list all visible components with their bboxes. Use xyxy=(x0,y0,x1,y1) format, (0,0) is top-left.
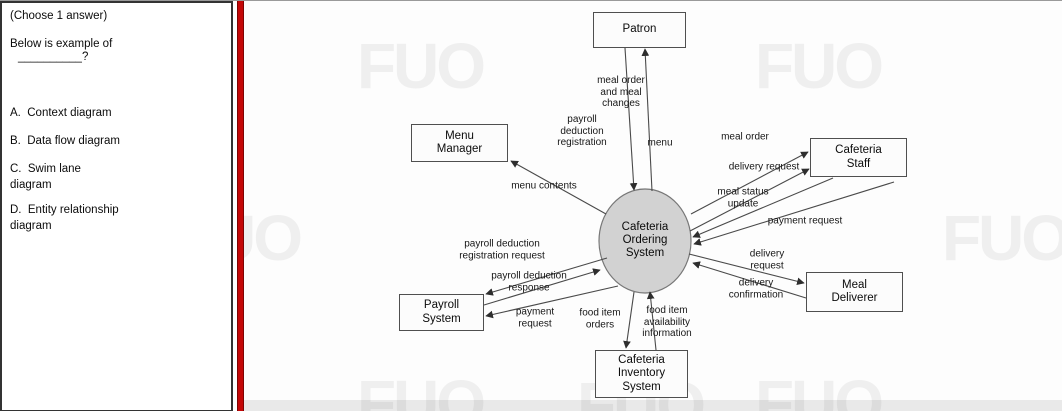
entity-payroll-system: Payroll System xyxy=(399,294,484,331)
question-prompt-line2: __________? xyxy=(18,51,89,63)
flow-label-payment-request-payroll: payment request xyxy=(515,306,555,330)
diagram-lines-svg xyxy=(483,47,895,351)
question-prompt-line1: Below is example of xyxy=(10,38,113,50)
flow-line-payroll-deduction-response xyxy=(483,268,601,306)
flow-label-menu: menu xyxy=(647,137,673,149)
flow-line-menu-contents xyxy=(510,160,607,215)
flow-line-payroll-deduction-registration-request xyxy=(485,257,608,296)
entity-cafeteria-inventory-system: Cafeteria Inventory System xyxy=(595,350,688,398)
answer-option-b[interactable]: B. Data flow diagram xyxy=(10,135,120,147)
entity-patron: Patron xyxy=(593,12,686,48)
flow-line-meal-order-and-changes xyxy=(624,47,638,191)
flow-label-delivery-request-deliverer: delivery request xyxy=(749,248,785,272)
process-cafeteria-ordering-system: Cafeteria Ordering System xyxy=(621,221,669,260)
flow-line-payment-request-payroll xyxy=(485,285,619,319)
flow-label-food-item-orders: food item orders xyxy=(579,307,621,331)
flow-line-meal-order xyxy=(690,151,809,215)
flow-label-menu-contents: menu contents xyxy=(511,180,577,192)
red-divider-bar xyxy=(237,1,244,411)
flow-line-delivery-confirmation xyxy=(692,261,807,299)
process-circle xyxy=(598,188,692,294)
flow-line-food-item-availability xyxy=(646,291,657,351)
flow-line-menu xyxy=(641,48,653,192)
flow-label-payroll-deduction-response: payroll deduction response xyxy=(491,270,567,294)
entity-cafeteria-staff: Cafeteria Staff xyxy=(810,138,907,177)
flow-line-delivery-request-staff xyxy=(689,168,810,232)
flow-label-delivery-request-staff: delivery request xyxy=(728,161,800,173)
flow-line-payment-request-staff xyxy=(693,181,895,246)
answer-option-d[interactable]: D. Entity relationship diagram xyxy=(10,204,119,232)
flow-label-payroll-deduction-registration-request: payroll deduction registration request xyxy=(459,238,545,262)
flow-line-delivery-request-deliverer xyxy=(688,253,805,286)
flow-label-meal-status-update: meal status update xyxy=(717,186,769,210)
flow-line-food-item-orders xyxy=(623,291,635,349)
answer-option-c[interactable]: C. Swim lane diagram xyxy=(10,163,81,191)
context-diagram-area: FUO FUO FUO FUO FUO FUO FUO xyxy=(244,1,1062,411)
entity-meal-deliverer: Meal Deliverer xyxy=(806,272,903,312)
choose-note: (Choose 1 answer) xyxy=(10,10,108,22)
flow-label-payroll-deduction-registration: payroll deduction registration xyxy=(557,113,607,148)
question-panel: (Choose 1 answer) Below is example of __… xyxy=(0,1,233,411)
flow-label-meal-order-and-changes: meal order and meal changes xyxy=(597,74,645,109)
flow-label-delivery-confirmation: delivery confirmation xyxy=(728,277,784,301)
answer-option-a[interactable]: A. Context diagram xyxy=(10,107,112,119)
flow-label-payment-request-staff: payment request xyxy=(767,215,843,227)
flow-line-meal-status-update xyxy=(692,177,834,238)
flow-label-food-item-availability: food item availability information xyxy=(642,304,692,339)
entity-menu-manager: Menu Manager xyxy=(411,124,508,162)
flow-label-meal-order: meal order xyxy=(721,131,769,143)
bottom-strip xyxy=(244,400,1062,411)
